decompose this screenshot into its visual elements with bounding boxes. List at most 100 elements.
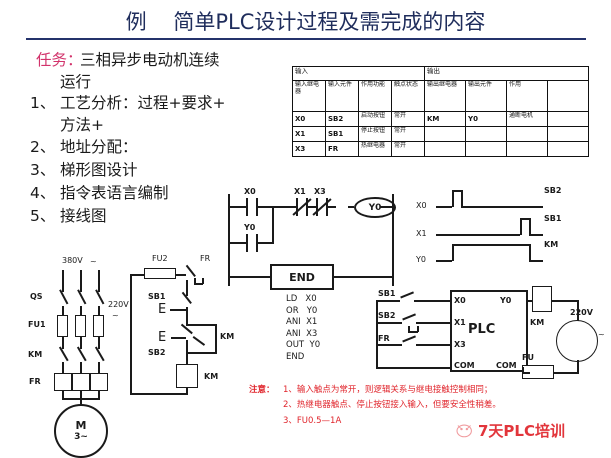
- control-label-sb1: SB1: [148, 292, 166, 301]
- plc-terminal-x3: X3: [454, 340, 466, 349]
- table-cell-1-0: X1: [292, 126, 326, 142]
- ladder-label-x0: X0: [244, 187, 256, 196]
- plc-terminal-com-in: COM: [454, 361, 475, 370]
- plc-wire-com: [522, 372, 528, 374]
- phase-line-l3: [98, 337, 100, 349]
- main-label-km: KM: [28, 350, 43, 359]
- contact-fr-nc: [186, 264, 196, 277]
- phase-line-l3: [98, 362, 100, 374]
- contact-km-aux: [192, 336, 206, 346]
- plc-terminal-x0: X0: [454, 296, 466, 305]
- ladder-coil-y0: Y0: [354, 197, 396, 218]
- phase-line-l2: [80, 270, 82, 292]
- outline-item-5-number: 5、: [30, 207, 56, 225]
- main-label-fu1: FU1: [28, 320, 46, 329]
- control-return-rail: [130, 274, 132, 394]
- contact-y0: [256, 234, 258, 252]
- note-item-2: 2、热继电器触点、停止按钮接入输入，但要安全性稍差。: [283, 400, 501, 410]
- note-item-3: 3、FU0.5—1A: [283, 416, 342, 426]
- button-sb2-glyph: E: [158, 330, 167, 345]
- plc-label-fr: FR: [378, 334, 390, 343]
- plc-wire-fr: [376, 344, 402, 346]
- table-header-7: [547, 80, 589, 112]
- contactor-km-pole: [77, 346, 87, 362]
- outline-item-1-continued: 方法+: [60, 116, 104, 134]
- outline-item-2-text: 地址分配：: [60, 138, 138, 156]
- table-cell-2-4: [424, 141, 466, 157]
- phase-line-l3: [98, 270, 100, 292]
- timing-diagram: X0 SB2 X1 SB1 Y0 KM: [400, 184, 600, 264]
- fuse-fu1-l3: [93, 315, 104, 337]
- table-header-row: 输入继电器 输入元件 作用功能 触点状态 输出继电器 输出元件 作用: [292, 80, 589, 112]
- phase-line-l1: [62, 270, 64, 292]
- plc-module-label: PLC: [468, 322, 496, 337]
- table-cell-2-6: [506, 141, 548, 157]
- plc-terminal-y0: Y0: [500, 296, 512, 305]
- table-group-input: 输入: [292, 66, 425, 81]
- table-header-3: 触点状态: [391, 80, 425, 112]
- ladder-wire: [258, 242, 274, 244]
- control-wire: [176, 274, 186, 276]
- ladder-branch-wire: [228, 206, 230, 244]
- timing-source-sb1: SB1: [544, 214, 562, 223]
- timing-trace-x1: [520, 218, 522, 235]
- control-supply-label: 220V: [108, 300, 129, 309]
- table-cell-0-1: SB2: [325, 111, 359, 127]
- table-header-4: 输出继电器: [424, 80, 466, 112]
- plc-switch-sb2: [402, 313, 416, 321]
- contact-fr-bracket: [194, 283, 203, 285]
- control-label-fr: FR: [200, 254, 211, 263]
- contact-fr-bracket: [202, 278, 204, 284]
- ladder-wire: [228, 276, 270, 278]
- control-return-rail: [130, 393, 187, 395]
- outline-item-3-text: 梯形图设计: [60, 161, 138, 179]
- outline-item-2-number: 2、: [30, 138, 56, 156]
- switch-qs-blade: [77, 289, 87, 305]
- instruction-list: LD X0 OR Y0 ANI X1 ANI X3 OUT Y0 END: [286, 294, 321, 362]
- timing-label-x1: X1: [416, 229, 427, 238]
- fuse-fu1-l2: [75, 315, 86, 337]
- title-divider: [26, 38, 586, 40]
- timing-trace-x0: [452, 190, 454, 207]
- ladder-diagram: X0 X1 X3 Y0 Y0 END: [228, 186, 396, 290]
- plc-terminal-com-out: COM: [496, 361, 517, 370]
- plc-label-km: KM: [530, 318, 545, 327]
- phase-line-l2: [80, 306, 82, 316]
- control-label-fu2: FU2: [152, 254, 168, 263]
- table-cell-1-3: 常开: [391, 126, 425, 142]
- plc-nc-bracket: [417, 326, 419, 332]
- timing-label-x0: X0: [416, 201, 427, 210]
- relay-fr-divider: [89, 373, 91, 391]
- table-row: X3 FR 热继电器 常开: [292, 141, 589, 157]
- watermark-icon: [456, 424, 472, 438]
- ladder-label-x3: X3: [314, 187, 326, 196]
- plc-wire-fu: [552, 372, 578, 374]
- control-supply-mark: ~: [112, 311, 119, 320]
- control-wire: [186, 324, 216, 326]
- phase-line-l1: [62, 306, 64, 316]
- button-sb1-glyph: E: [158, 302, 167, 317]
- table-group-output: 输出: [424, 66, 589, 81]
- table-header-1: 输入元件: [325, 80, 359, 112]
- outline-item-5-text: 接线图: [60, 207, 107, 225]
- task-label: 任务：: [36, 51, 83, 69]
- table-cell-2-2: 热继电器: [358, 141, 392, 157]
- io-address-table: 输入 输出 输入继电器 输入元件 作用功能 触点状态 输出继电器 输出元件 作用…: [292, 66, 589, 157]
- table-cell-0-2: 启动按钮: [358, 111, 392, 127]
- main-supply-mark: ~: [90, 257, 97, 266]
- phase-line-l2: [80, 337, 82, 349]
- plc-wire-sb2: [376, 322, 402, 324]
- plc-nc-bracket: [408, 326, 410, 332]
- contact-y0: [246, 234, 248, 252]
- phase-line-l1: [62, 362, 64, 374]
- table-cell-1-4: [424, 126, 466, 142]
- timing-trace-x0: [436, 206, 452, 208]
- control-wire: [171, 337, 186, 339]
- watermark-text: 7天PLC培训: [478, 422, 565, 440]
- control-circuit: FU2 FR SB1 E E SB2 KM KM: [130, 252, 242, 395]
- plc-wire-com: [522, 367, 524, 372]
- relay-fr-divider: [71, 373, 73, 391]
- contact-x0: [246, 198, 248, 216]
- table-cell-1-1: SB1: [325, 126, 359, 142]
